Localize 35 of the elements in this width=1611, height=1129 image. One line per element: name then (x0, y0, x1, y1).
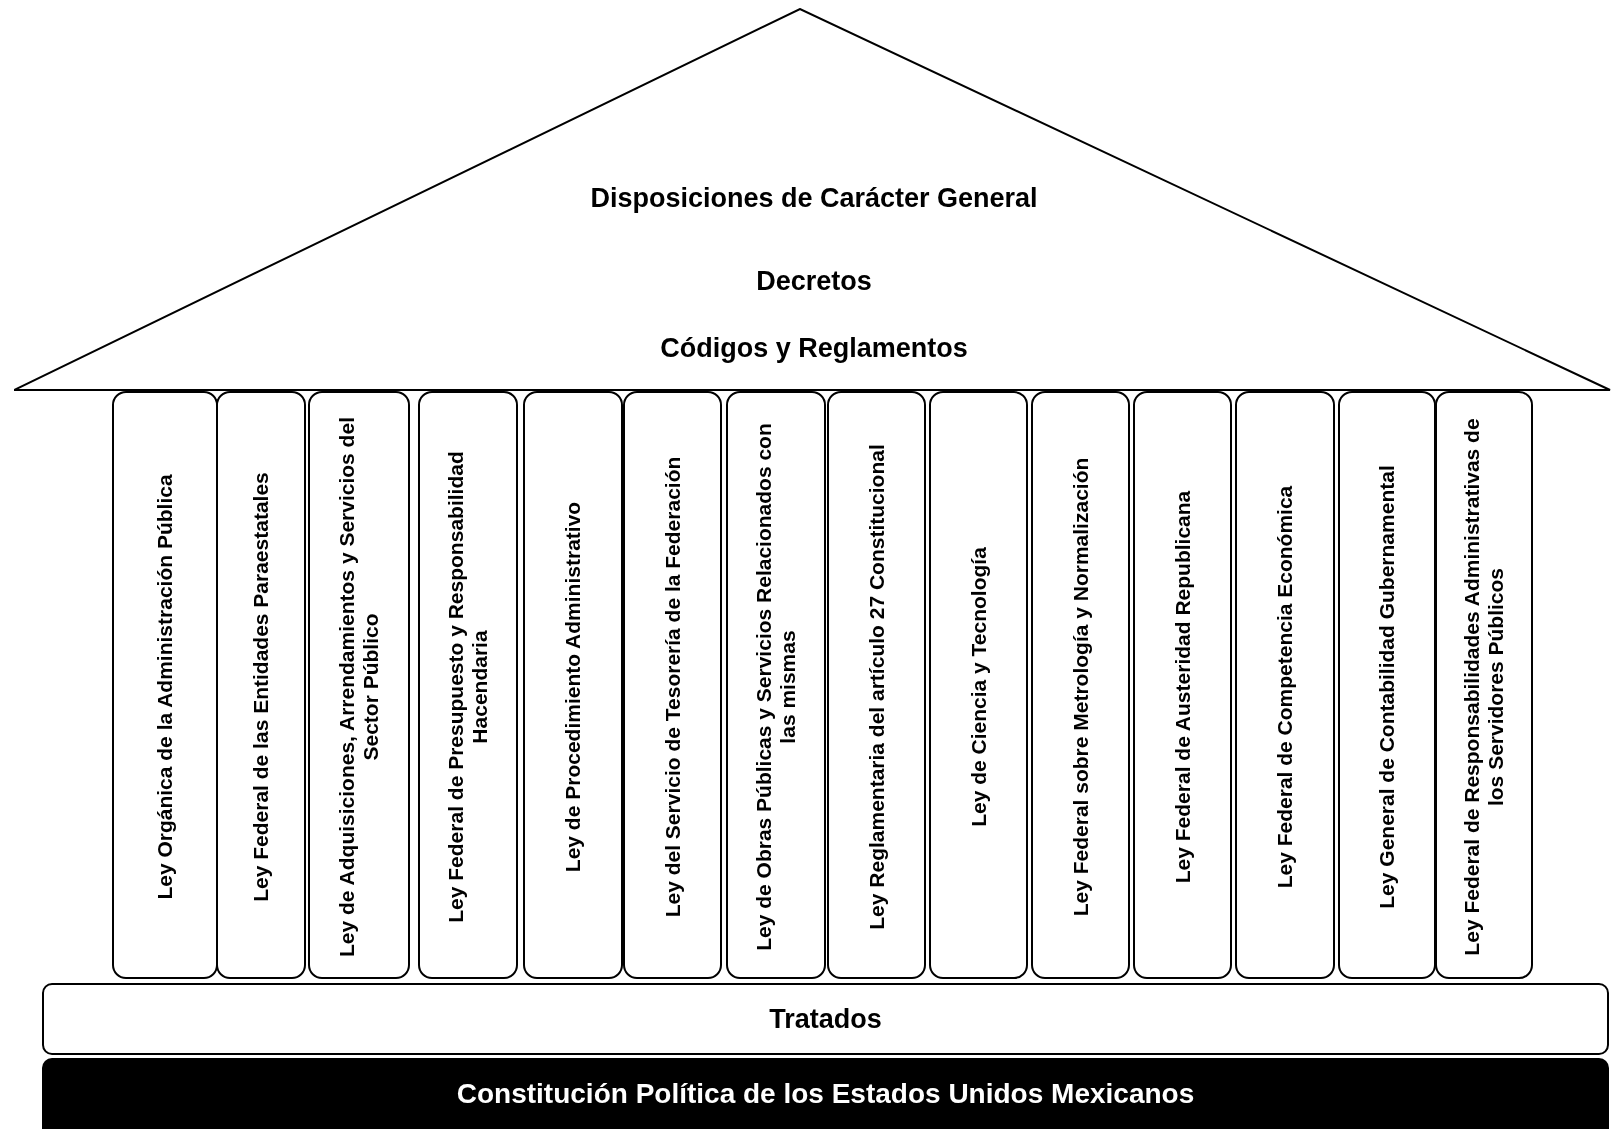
column-label: Ley Orgánica de la Administración Pública (151, 473, 177, 902)
column-label: Ley Federal sobre Metrología y Normalización (1067, 456, 1093, 919)
column-box (726, 391, 826, 979)
column-label: Ley Federal de Austeridad Republicana (1169, 489, 1195, 886)
column-box (929, 391, 1028, 979)
column-label: Ley General de Contabilidad Gubernamental (1373, 464, 1399, 911)
band-label: Tratados (769, 1003, 882, 1035)
column-label: Ley de Obras Públicas y Servicios Relacionados con las mismas (750, 422, 800, 953)
column-box (623, 391, 722, 979)
column-label: Ley de Ciencia y Tecnología (965, 546, 991, 829)
column-box (308, 391, 410, 979)
column-box (1338, 391, 1436, 979)
column-box (827, 391, 926, 979)
column-box (216, 391, 306, 979)
column-box (1031, 391, 1130, 979)
column-label: Ley Federal de Responsabilidades Administrativas de los Servidores Públicos (1458, 417, 1508, 958)
column-box (523, 391, 623, 979)
base-label: Constitución Política de los Estados Unidos Mexicanos (456, 1077, 1195, 1110)
column-box (1235, 391, 1335, 979)
roof-text: Disposiciones de Carácter General (589, 183, 1039, 214)
base-band (42, 1058, 1609, 1129)
column-label: Ley de Procedimiento Administrativo (559, 500, 585, 875)
roof-text: Decretos (755, 266, 873, 297)
column-box (1435, 391, 1533, 979)
column-box (112, 391, 218, 979)
column-box (418, 391, 518, 979)
column-label: Ley Federal de Presupuesto y Responsabilidad Hacendaria (442, 450, 492, 925)
column-box (1133, 391, 1232, 979)
column-label: Ley Reglamentaria del artículo 27 Constitucional (863, 443, 889, 932)
band-box (42, 983, 1609, 1055)
column-label: Ley Federal de Competencia Económica (1271, 484, 1297, 891)
column-label: Ley de Adquisiciones, Arrendamientos y Servicios del Sector Público (333, 416, 383, 959)
roof-text: Códigos y Reglamentos (659, 333, 969, 364)
column-label: Ley Federal de las Entidades Paraestatales (247, 471, 273, 904)
column-label: Ley del Servicio de Tesorería de la Federación (659, 455, 685, 920)
